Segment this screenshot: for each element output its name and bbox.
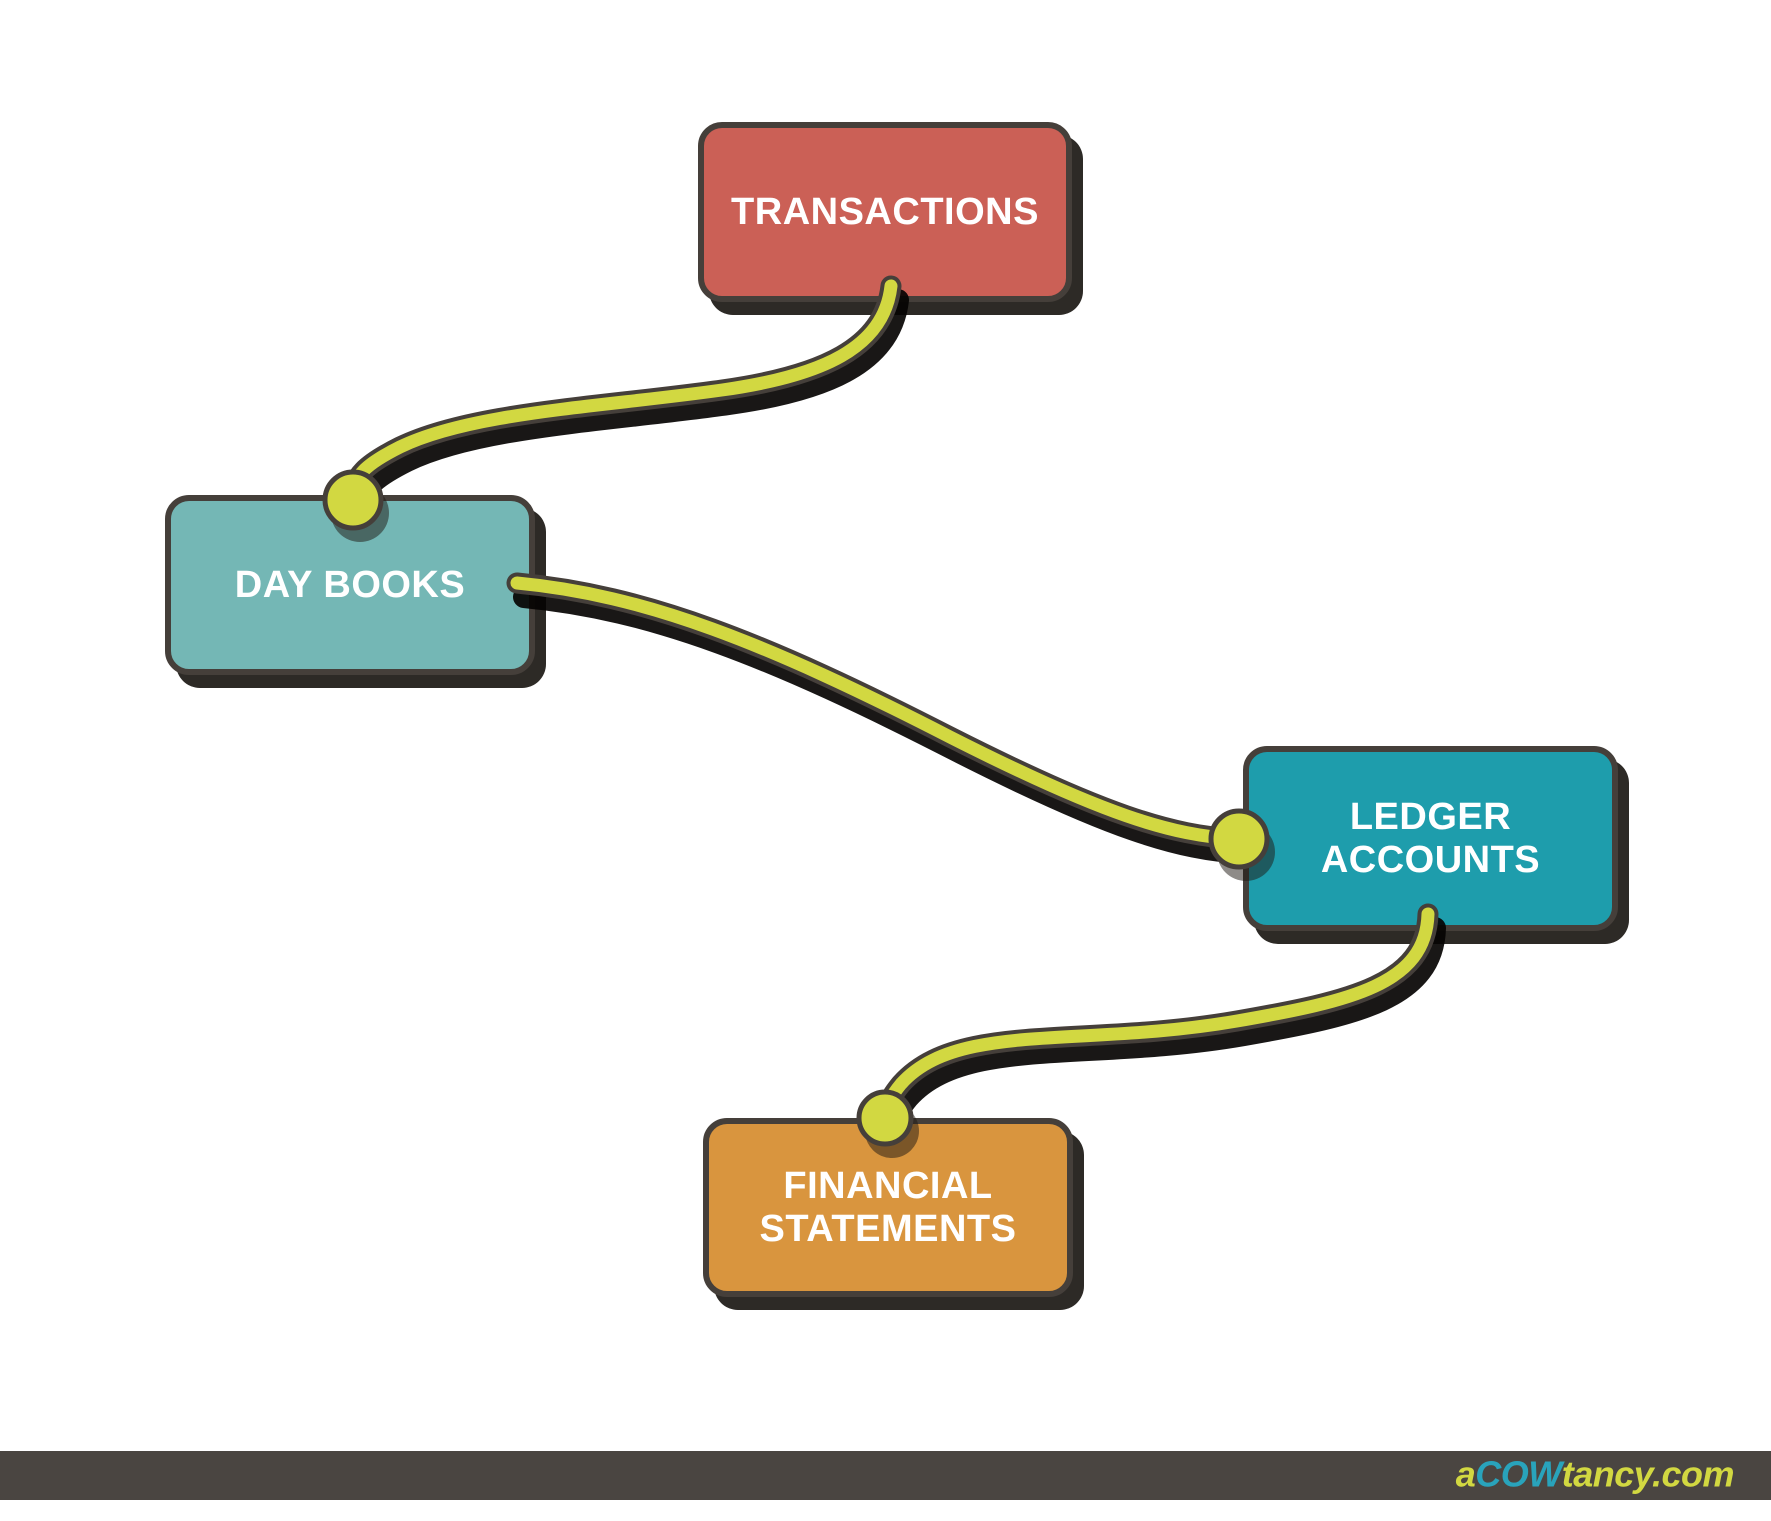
edge-ledger-accounts-to-financial-statements — [874, 903, 1446, 1142]
brand-highlight: COW — [1475, 1453, 1562, 1495]
node-financial-statements-label: FINANCIAL STATEMENTS — [760, 1165, 1017, 1251]
node-day-books-label: DAY BOOKS — [235, 564, 465, 607]
node-day-books-line1: DAY BOOKS — [234, 563, 466, 606]
footer-bar: aCOWtancy.com — [0, 1451, 1771, 1500]
brand-domain: .com — [1651, 1453, 1735, 1495]
node-transactions-line1: TRANSACTIONS — [731, 190, 1039, 233]
brand-logo: aCOWtancy.com — [1455, 1453, 1735, 1495]
brand-prefix: a — [1455, 1453, 1476, 1495]
node-ledger-accounts: LEDGER ACCOUNTS — [1243, 746, 1618, 931]
node-day-books: DAY BOOKS — [165, 495, 535, 675]
node-financial-statements-line1: FINANCIAL — [783, 1164, 993, 1207]
brand-suffix: tancy — [1561, 1453, 1653, 1495]
node-transactions: TRANSACTIONS — [698, 122, 1072, 302]
node-transactions-label: TRANSACTIONS — [731, 191, 1039, 234]
node-ledger-accounts-line1: LEDGER — [1349, 795, 1512, 838]
node-ledger-accounts-line2: ACCOUNTS — [1320, 838, 1541, 881]
node-ledger-accounts-label: LEDGER ACCOUNTS — [1321, 796, 1540, 882]
edge-day-books-to-ledger-accounts — [506, 572, 1256, 864]
node-financial-statements-line2: STATEMENTS — [759, 1207, 1017, 1250]
node-financial-statements: FINANCIAL STATEMENTS — [703, 1118, 1073, 1297]
edge-transactions-to-day-books — [342, 275, 909, 519]
